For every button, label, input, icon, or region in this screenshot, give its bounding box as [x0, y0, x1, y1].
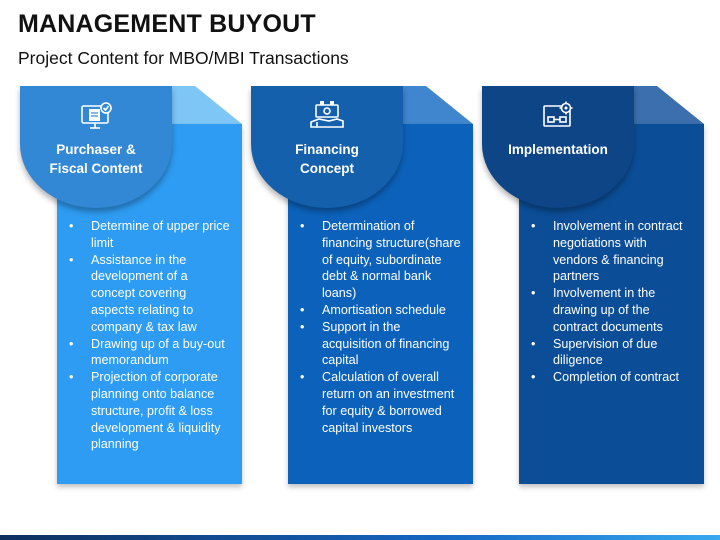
card-financing-concept: Financing Concept Determination of finan…	[251, 86, 473, 486]
bullet-list: Determine of upper price limit Assistanc…	[57, 218, 232, 453]
card-implementation: Implementation Involvement in contract n…	[482, 86, 704, 486]
card-title-line: Financing	[295, 142, 359, 157]
card-title-line: Purchaser &	[56, 142, 136, 157]
card-title-line: Fiscal Content	[49, 161, 143, 176]
bullet-item: Involvement in contract negotiations wit…	[519, 218, 694, 285]
card-header: Financing Concept	[251, 86, 403, 208]
bullet-list: Determination of financing structure(sha…	[288, 218, 463, 436]
money-hand-icon	[310, 101, 344, 128]
card-fold-flap	[634, 86, 704, 124]
bullet-list: Involvement in contract negotiations wit…	[519, 218, 694, 386]
bullet-item: Completion of contract	[519, 369, 694, 386]
card-purchaser-fiscal: Purchaser & Fiscal Content Determine of …	[20, 86, 242, 486]
bullet-item: Drawing up of a buy-out memorandum	[57, 336, 232, 370]
bullet-item: Supervision of due diligence	[519, 336, 694, 370]
card-title-line: Concept	[300, 161, 354, 176]
workflow-gear-icon	[543, 101, 573, 127]
bullet-item: Determination of financing structure(sha…	[288, 218, 463, 302]
computer-document-icon	[81, 102, 112, 129]
bottom-accent-bar	[0, 535, 720, 540]
card-header: Implementation	[482, 86, 634, 208]
card-title: Purchaser & Fiscal Content	[20, 140, 172, 178]
card-title: Financing Concept	[251, 140, 403, 178]
bullet-item: Determine of upper price limit	[57, 218, 232, 252]
card-fold-flap	[172, 86, 242, 124]
card-title-line: Implementation	[508, 142, 608, 157]
card-fold-flap	[403, 86, 473, 124]
bullet-item: Projection of corporate planning onto ba…	[57, 369, 232, 453]
card-header: Purchaser & Fiscal Content	[20, 86, 172, 208]
bullet-item: Assistance in the development of a conce…	[57, 252, 232, 336]
bullet-item: Involvement in the drawing up of the con…	[519, 285, 694, 335]
bullet-item: Calculation of overall return on an inve…	[288, 369, 463, 436]
card-title: Implementation	[482, 140, 634, 159]
page-title: MANAGEMENT BUYOUT	[18, 10, 316, 38]
bullet-item: Amortisation schedule	[288, 302, 463, 319]
page-subtitle: Project Content for MBO/MBI Transactions	[18, 48, 349, 68]
bullet-item: Support in the acquisition of financing …	[288, 319, 463, 369]
